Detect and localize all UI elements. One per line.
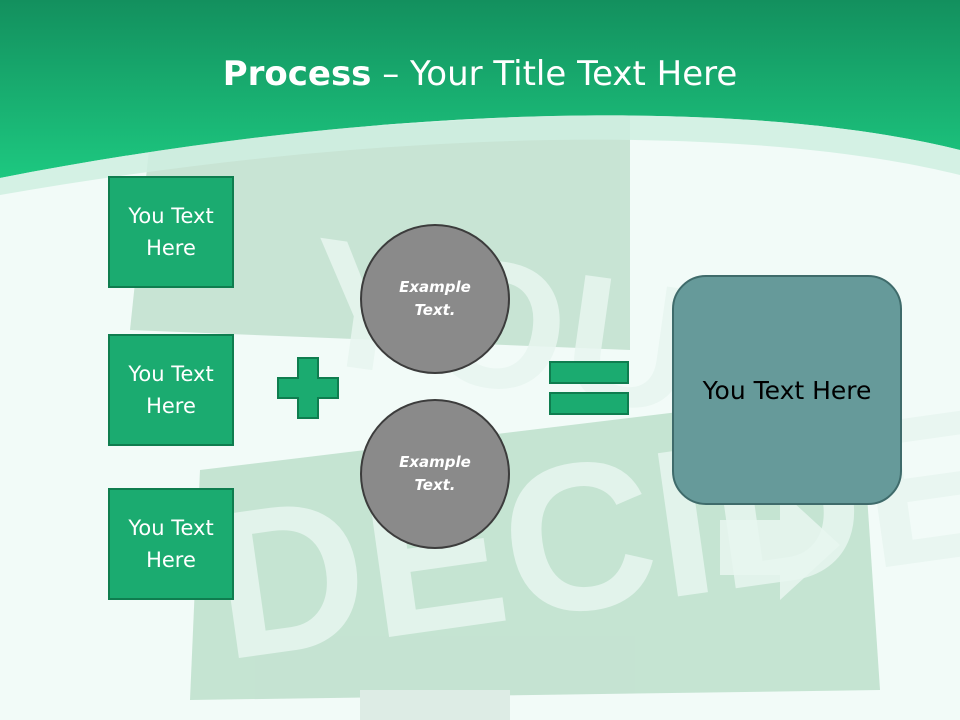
equals-icon [549,361,629,415]
title-bold: Process [222,54,372,94]
sign-arrow [720,490,840,600]
input-box-2: You Text Here [108,334,234,446]
input-box-1: You Text Here [108,176,234,288]
page-title: Process – Your Title Text Here [0,52,960,96]
title-rest: – Your Title Text Here [371,54,738,94]
example-circle-2: Example Text. [360,399,510,549]
example-circle-1: Example Text. [360,224,510,374]
input-box-3: You Text Here [108,488,234,600]
result-box: You Text Here [672,275,902,505]
plus-icon [277,357,339,419]
